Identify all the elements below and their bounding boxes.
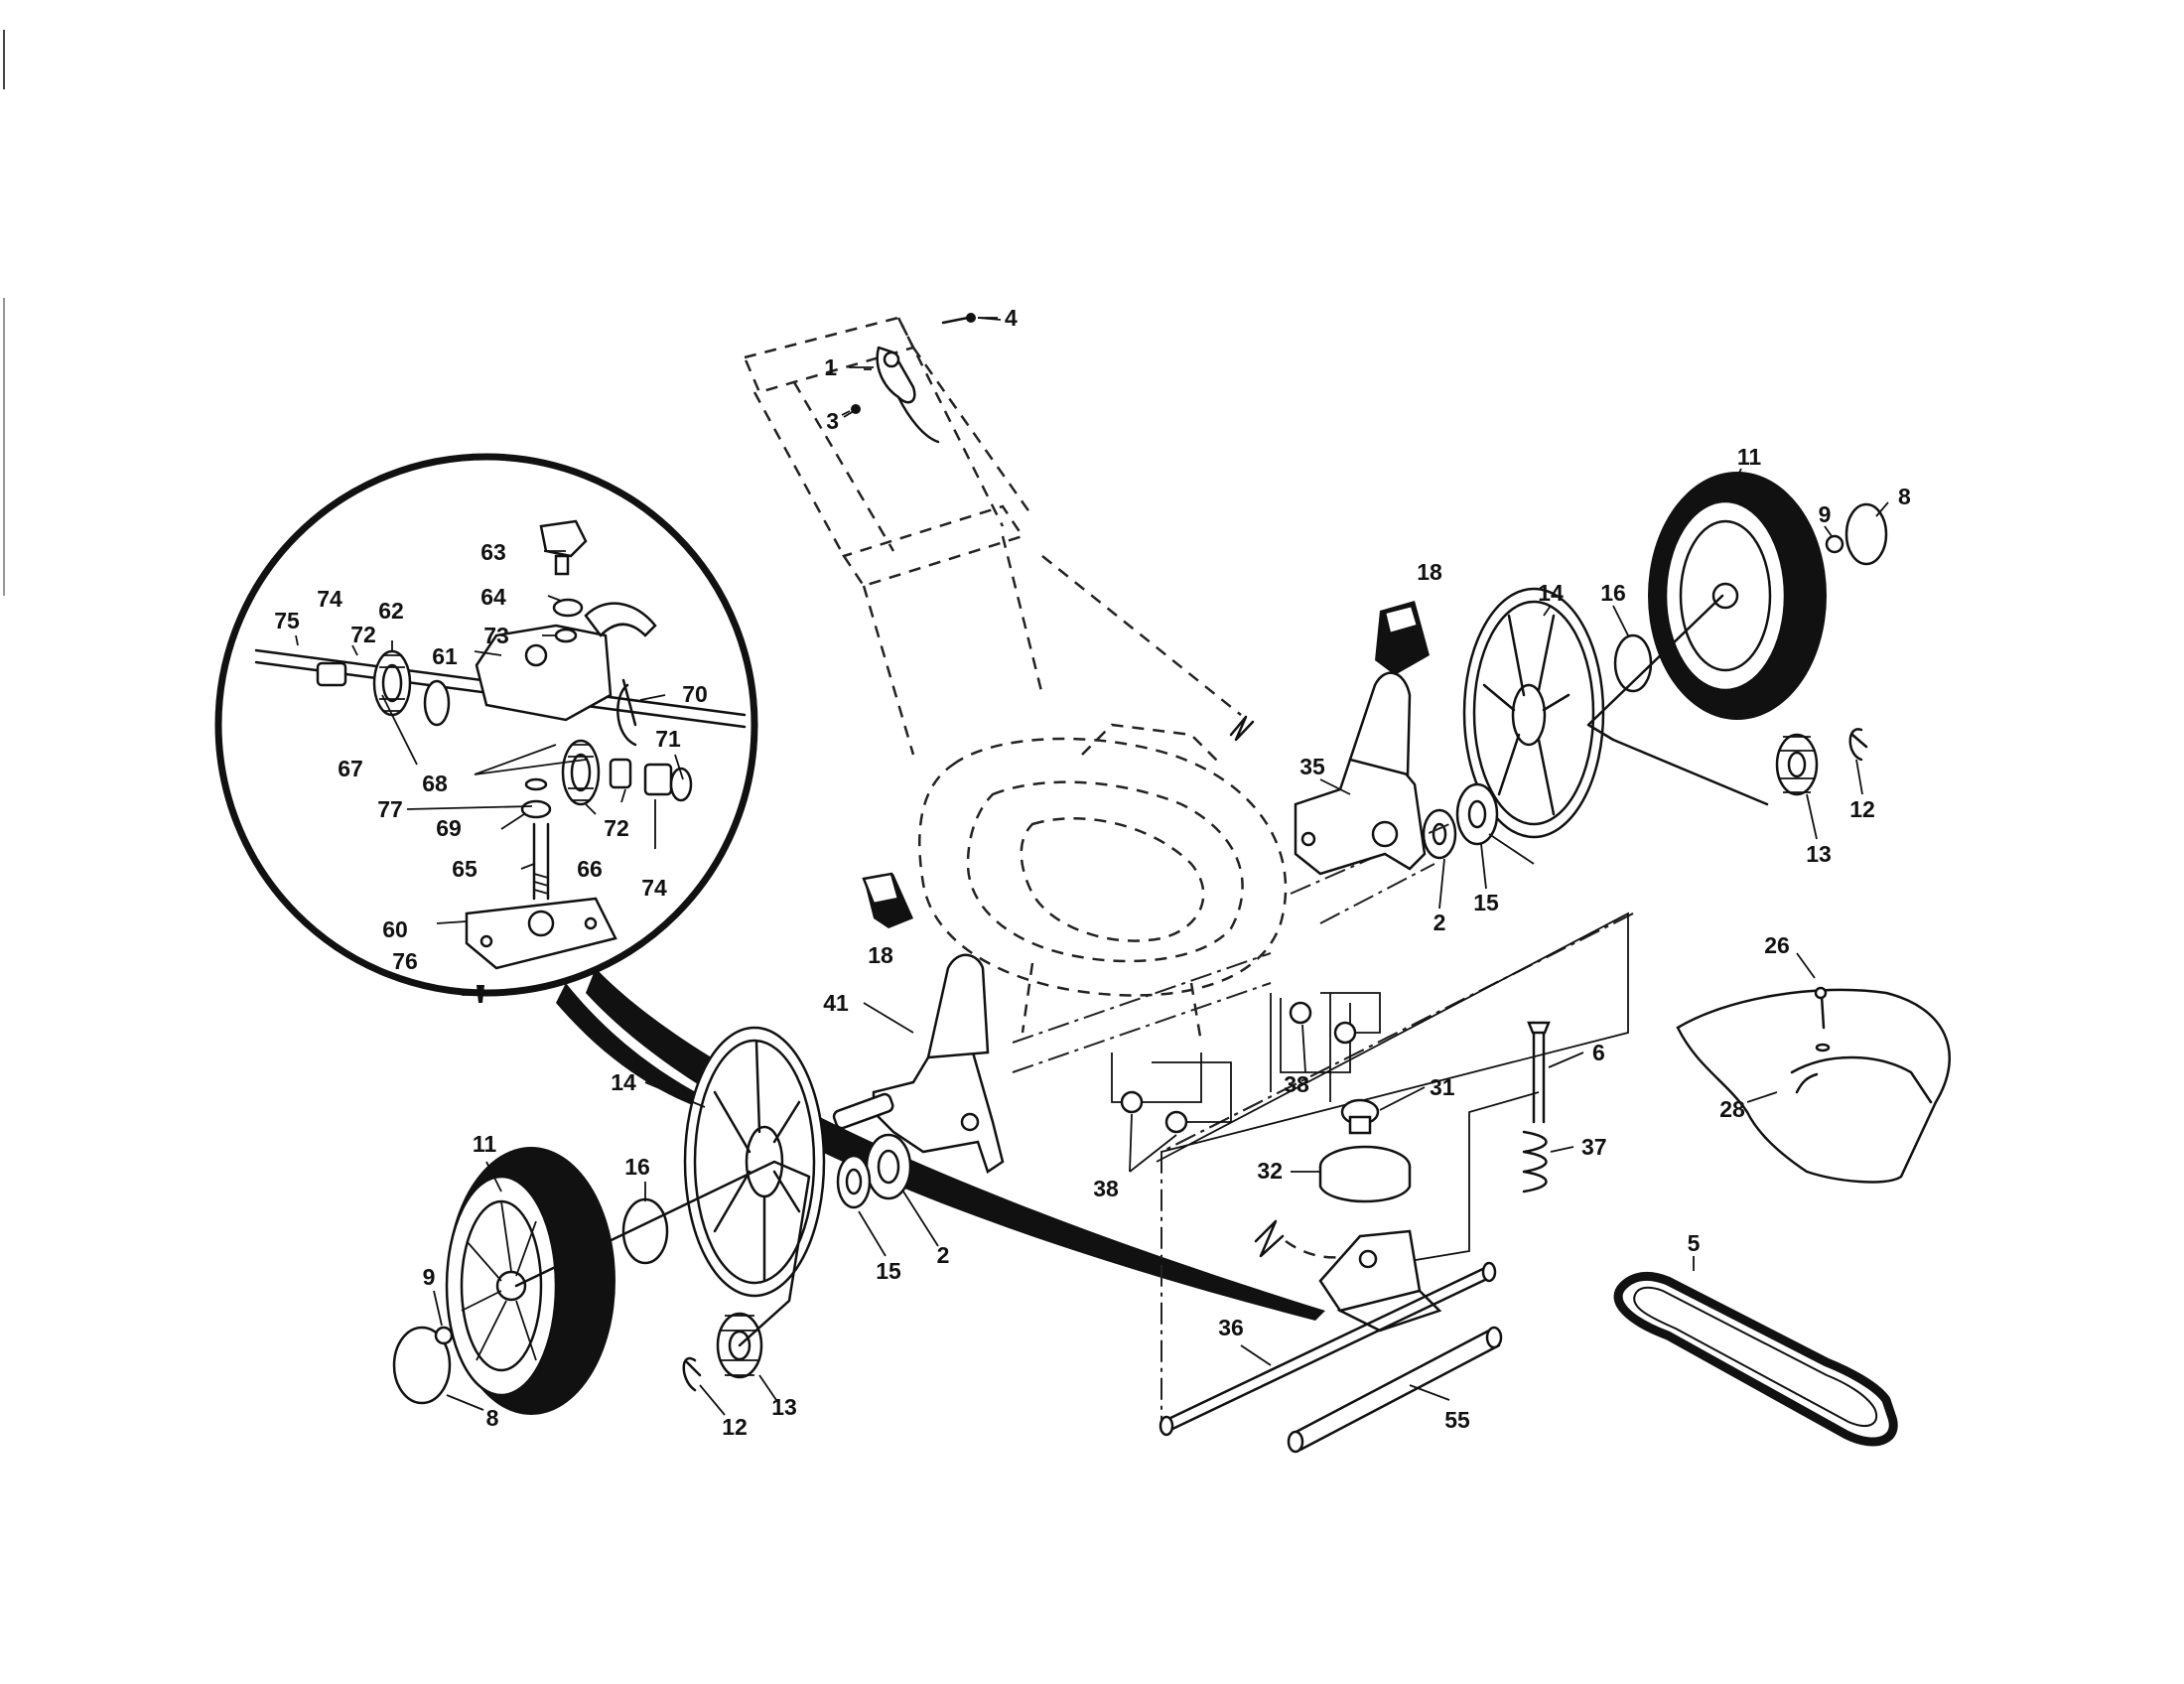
callout-3: 3 xyxy=(826,408,839,434)
callout-32: 32 xyxy=(1257,1158,1283,1184)
callout-65: 65 xyxy=(452,856,478,882)
callout-14-left: 14 xyxy=(611,1069,636,1095)
callout-18-left: 18 xyxy=(868,942,893,968)
callout-16-right: 16 xyxy=(1600,580,1626,606)
callout-71: 71 xyxy=(655,726,681,752)
leader-lines xyxy=(433,317,1889,1416)
left-wheel-group xyxy=(392,872,1005,1415)
callout-26: 26 xyxy=(1764,932,1790,958)
callout-13-left: 13 xyxy=(771,1394,797,1420)
callout-11-right: 11 xyxy=(1737,444,1762,470)
callout-69: 69 xyxy=(436,815,462,841)
callout-labels: 1 3 4 11 8 9 18 14 16 12 13 35 15 2 18 4… xyxy=(274,305,1911,1440)
callout-62: 62 xyxy=(378,598,404,624)
callout-9-left: 9 xyxy=(423,1264,436,1290)
callout-18-right: 18 xyxy=(1417,559,1442,585)
transmission-assembly xyxy=(1012,912,1634,1454)
callout-38-lower: 38 xyxy=(1093,1176,1119,1201)
rear-shield-28 xyxy=(1676,986,1951,1184)
transmission-detail-inset xyxy=(214,453,1325,1321)
callout-37: 37 xyxy=(1581,1134,1607,1160)
callout-41: 41 xyxy=(823,990,849,1016)
callout-68: 68 xyxy=(422,771,448,796)
callout-35: 35 xyxy=(1299,754,1325,779)
callout-12-left: 12 xyxy=(722,1414,748,1440)
callout-8-left: 8 xyxy=(486,1405,499,1431)
callout-61: 61 xyxy=(432,643,458,669)
callout-76: 76 xyxy=(392,948,418,974)
callout-38-upper: 38 xyxy=(1284,1071,1309,1097)
callout-74-left: 74 xyxy=(317,586,342,612)
callout-15-left: 15 xyxy=(876,1258,901,1284)
callout-12-right: 12 xyxy=(1849,796,1875,822)
right-wheel-group xyxy=(1290,472,1888,924)
callout-9-right: 9 xyxy=(1819,501,1832,527)
callout-16-left: 16 xyxy=(624,1154,650,1180)
callout-63: 63 xyxy=(480,539,506,565)
callout-13-right: 13 xyxy=(1806,841,1832,867)
callout-64: 64 xyxy=(480,584,506,610)
callout-14-right: 14 xyxy=(1538,580,1564,606)
callout-77: 77 xyxy=(377,796,403,822)
callout-2-left: 2 xyxy=(937,1242,950,1268)
callout-60: 60 xyxy=(382,916,408,942)
callout-2-right: 2 xyxy=(1433,910,1446,935)
callout-31: 31 xyxy=(1430,1074,1455,1100)
callout-15-right: 15 xyxy=(1473,890,1499,915)
callout-1: 1 xyxy=(824,354,837,380)
callout-36: 36 xyxy=(1218,1315,1244,1340)
deck-outline xyxy=(918,723,1288,1044)
gear-62 xyxy=(372,649,412,717)
callout-5: 5 xyxy=(1688,1230,1701,1256)
callout-70: 70 xyxy=(682,681,708,707)
callout-55: 55 xyxy=(1444,1407,1470,1433)
callout-75: 75 xyxy=(274,608,300,633)
callout-4: 4 xyxy=(1005,305,1018,331)
drive-belt-5 xyxy=(1613,1271,1898,1447)
callout-8-right: 8 xyxy=(1898,484,1911,509)
callout-72-left: 72 xyxy=(350,622,376,647)
callout-28: 28 xyxy=(1719,1096,1745,1122)
callout-67: 67 xyxy=(338,756,363,781)
callout-72-right: 72 xyxy=(604,815,629,841)
callout-11-left: 11 xyxy=(473,1131,497,1157)
gear-66 xyxy=(561,739,601,806)
callout-66: 66 xyxy=(577,856,603,882)
callout-6: 6 xyxy=(1592,1040,1605,1065)
callout-74-right: 74 xyxy=(641,875,667,901)
handle-assembly-outline xyxy=(743,313,1255,756)
callout-73: 73 xyxy=(483,623,509,648)
